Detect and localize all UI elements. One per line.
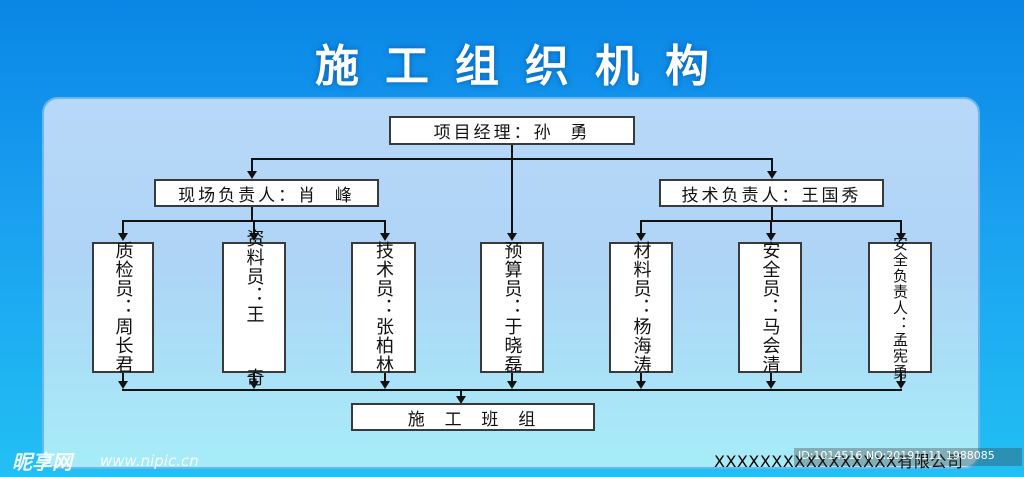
arrow-head — [766, 381, 776, 389]
staff-box-materials: 材料员：杨海涛 — [609, 241, 673, 374]
connector — [640, 220, 642, 234]
arrow-head — [118, 381, 128, 389]
staff-box-documents: 资料员：王 奇 — [222, 229, 286, 387]
connector — [251, 158, 253, 172]
staff-box-technician: 技术员：张柏林 — [351, 241, 416, 374]
connector — [770, 220, 772, 234]
staff-box-safety-lead: 安全负责人：孟宪勇 — [868, 236, 932, 380]
connector — [122, 220, 124, 234]
arrow-head — [380, 233, 390, 241]
arrow-head — [380, 381, 390, 389]
arrow-head — [456, 396, 466, 404]
arrow-head — [249, 233, 259, 241]
arrow-head — [247, 171, 257, 179]
connector — [771, 158, 773, 172]
company-name: XXXXXXXXXXXXXXXX有限公司 — [714, 452, 964, 471]
connector — [253, 220, 255, 234]
connector — [251, 206, 253, 222]
connector — [900, 372, 902, 382]
connector — [640, 372, 642, 382]
connector — [511, 144, 513, 160]
watermark-url: www.nipic.cn — [100, 452, 199, 470]
connector — [771, 206, 773, 222]
connector — [511, 158, 513, 234]
connector — [770, 372, 772, 382]
connector — [511, 372, 513, 382]
arrow-head — [896, 381, 906, 389]
arrow-head — [767, 171, 777, 179]
arrow-head — [636, 381, 646, 389]
connector — [122, 372, 124, 382]
arrow-head — [118, 233, 128, 241]
connector — [253, 372, 255, 382]
connector — [900, 220, 902, 234]
arrow-head — [507, 381, 517, 389]
arrow-head — [636, 233, 646, 241]
connector — [460, 389, 462, 397]
staff-box-budget: 预算员：于晓磊 — [480, 241, 544, 374]
technical-lead-box: 技术负责人：王国秀 — [659, 179, 884, 207]
chart-title: 施工组织机构 — [315, 41, 735, 92]
connector — [384, 220, 386, 234]
arrow-head — [766, 233, 776, 241]
connector — [122, 389, 902, 391]
arrow-head — [896, 233, 906, 241]
project-manager-box: 项目经理：孙 勇 — [389, 116, 635, 145]
staff-box-quality: 质检员：周长君 — [92, 241, 154, 374]
watermark-bar — [794, 448, 1022, 466]
watermark-logo: 昵享网 — [12, 450, 72, 474]
arrow-head — [249, 381, 259, 389]
site-lead-box: 现场负责人：肖 峰 — [154, 179, 379, 207]
connector — [384, 372, 386, 382]
construction-team-box: 施 工 班 组 — [351, 403, 595, 431]
watermark-code: ID:1014516 NO:20191111 1988085 — [798, 449, 995, 462]
staff-box-safety: 安全员：马会清 — [738, 241, 802, 374]
arrow-head — [507, 233, 517, 241]
